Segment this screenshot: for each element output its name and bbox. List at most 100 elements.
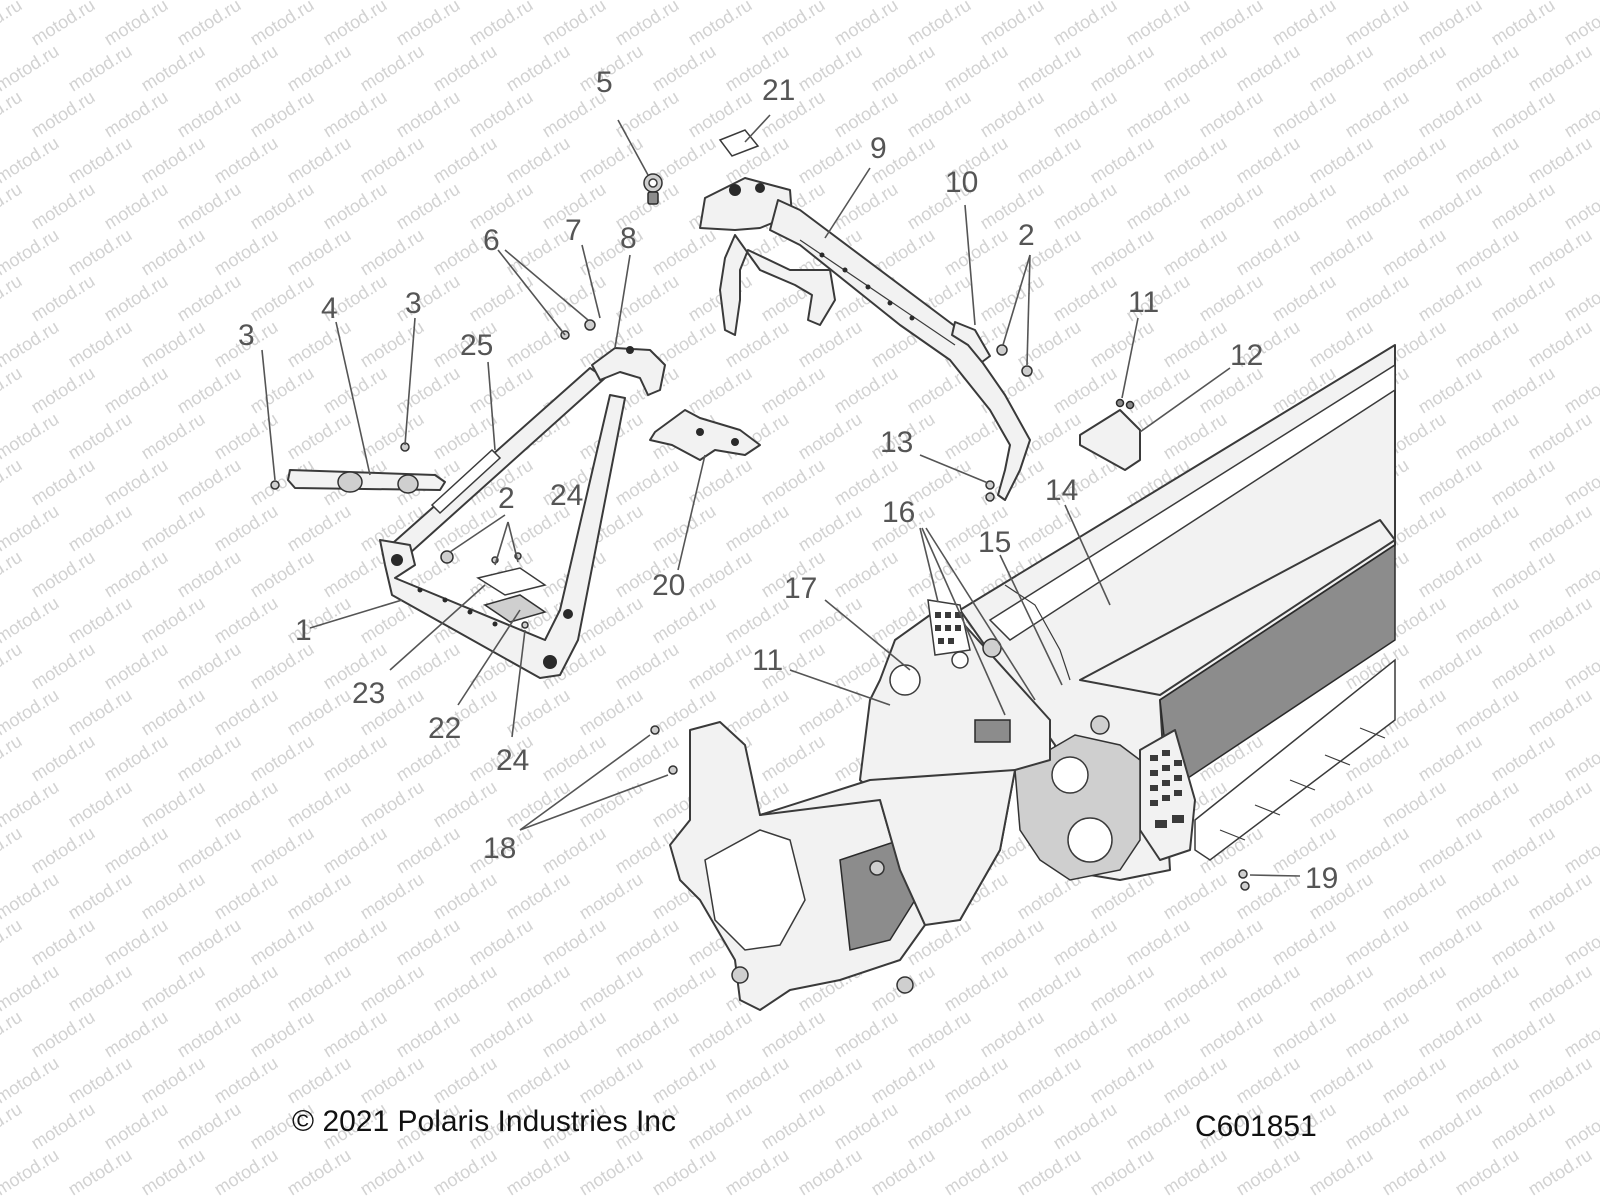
watermark-text: motod.ru [393,87,464,142]
watermark-text: motod.ru [1415,823,1486,878]
watermark-text: motod.ru [174,639,245,694]
watermark-text: motod.ru [1379,869,1450,924]
watermark-text: motod.ru [1561,87,1600,142]
watermark-text: motod.ru [247,915,318,970]
watermark-text: motod.ru [357,133,428,188]
watermark-text: motod.ru [831,87,902,142]
watermark-text: motod.ru [1233,1145,1304,1200]
watermark-text: motod.ru [868,41,939,96]
callout-13: 13 [880,426,913,459]
callout-24-bottom: 24 [496,744,529,777]
watermark-text: motod.ru [211,685,282,740]
watermark-text: motod.ru [0,915,25,970]
watermark-text: motod.ru [1050,363,1121,418]
watermark-text: motod.ru [247,271,318,326]
watermark-text: motod.ru [393,915,464,970]
watermark-text: motod.ru [65,41,136,96]
watermark-text: motod.ru [1050,271,1121,326]
watermark-text: motod.ru [320,915,391,970]
watermark-text: motod.ru [284,409,355,464]
watermark-text: motod.ru [1525,685,1596,740]
watermark-text: motod.ru [0,179,25,234]
watermark-text: motod.ru [831,547,902,602]
watermark-text: motod.ru [0,0,25,49]
watermark-text: motod.ru [539,823,610,878]
watermark-text: motod.ru [1415,1007,1486,1062]
watermark-text: motod.ru [320,731,391,786]
watermark-text: motod.ru [138,133,209,188]
watermark-text: motod.ru [1014,133,1085,188]
watermark-text: motod.ru [28,271,99,326]
watermark-text: motod.ru [758,0,829,49]
watermark-text: motod.ru [1525,869,1596,924]
watermark-text: motod.ru [1196,1007,1267,1062]
watermark-text: motod.ru [174,179,245,234]
watermark-text: motod.ru [1561,1007,1600,1062]
watermark-text: motod.ru [1452,409,1523,464]
watermark-text: motod.ru [1525,225,1596,280]
callout-10: 10 [945,166,978,199]
watermark-text: motod.ru [393,1007,464,1062]
watermark-text: motod.ru [1087,1053,1158,1108]
watermark-text: motod.ru [65,961,136,1016]
watermark-text: motod.ru [174,363,245,418]
watermark-text: motod.ru [868,1053,939,1108]
watermark-text: motod.ru [211,777,282,832]
watermark-text: motod.ru [1452,777,1523,832]
watermark-text: motod.ru [1525,317,1596,372]
watermark-text: motod.ru [1269,271,1340,326]
watermark-text: motod.ru [65,685,136,740]
watermark-text: motod.ru [28,1007,99,1062]
watermark-text: motod.ru [1561,179,1600,234]
callout-9: 9 [870,132,887,165]
watermark-text: motod.ru [831,363,902,418]
watermark-text: motod.ru [0,133,62,188]
watermark-text: motod.ru [0,455,25,510]
watermark-text: motod.ru [1561,363,1600,418]
callout-24-top: 24 [550,479,583,512]
watermark-text: motod.ru [1123,363,1194,418]
watermark-text: motod.ru [28,915,99,970]
watermark-text: motod.ru [138,961,209,1016]
watermark-text: motod.ru [795,317,866,372]
watermark-text: motod.ru [1488,0,1559,49]
watermark-text: motod.ru [320,87,391,142]
watermark-text: motod.ru [0,271,25,326]
watermark-text: motod.ru [1014,317,1085,372]
watermark-text: motod.ru [1379,1145,1450,1200]
watermark-text: motod.ru [868,1145,939,1200]
watermark-text: motod.ru [1087,961,1158,1016]
watermark-text: motod.ru [1488,179,1559,234]
watermark-text: motod.ru [1233,1053,1304,1108]
watermark-text: motod.ru [612,87,683,142]
watermark-text: motod.ru [576,133,647,188]
watermark-text: motod.ru [1342,0,1413,49]
watermark-text: motod.ru [1342,915,1413,970]
watermark-text: motod.ru [1196,271,1267,326]
watermark-text: motod.ru [795,133,866,188]
watermark-text: motod.ru [174,455,245,510]
callout-3-left: 3 [238,319,255,352]
watermark-text: motod.ru [284,225,355,280]
watermark-text: motod.ru [1196,915,1267,970]
watermark-text: motod.ru [357,317,428,372]
watermark-text: motod.ru [1415,731,1486,786]
watermark-text: motod.ru [1050,87,1121,142]
watermark-text: motod.ru [795,41,866,96]
watermark-text: motod.ru [174,731,245,786]
watermark-text: motod.ru [138,593,209,648]
callout-numbers: 5 21 9 10 2 6 7 8 3 4 3 25 11 12 13 14 2… [238,66,1338,895]
watermark-text: motod.ru [576,1145,647,1200]
watermark-text: motod.ru [284,1053,355,1108]
watermark-text: motod.ru [0,363,25,418]
watermark-text: motod.ru [1306,1145,1377,1200]
watermark-text: motod.ru [247,823,318,878]
watermark-text: motod.ru [1306,777,1377,832]
watermark-text: motod.ru [466,1007,537,1062]
watermark-text: motod.ru [138,1053,209,1108]
watermark-text: motod.ru [1561,823,1600,878]
watermark-text: motod.ru [576,685,647,740]
callout-19: 19 [1305,862,1338,895]
watermark-text: motod.ru [284,961,355,1016]
watermark-text: motod.ru [101,179,172,234]
